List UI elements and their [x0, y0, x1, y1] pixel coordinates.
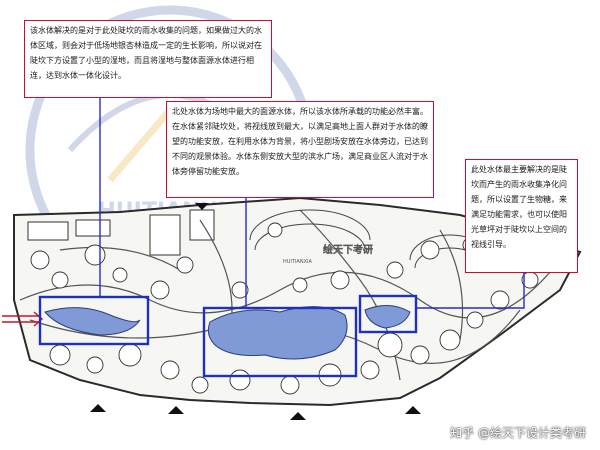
- water-bodies: [44, 305, 411, 360]
- buildings: [27, 209, 215, 256]
- map-watermark: 绘天下考研 HUITIANXIA: [283, 243, 373, 265]
- annotation-note-3: 此处水体最主要解决的是陡坎而产生的雨水收集净化问题，所以设置了生物糖，来满足功能…: [465, 159, 578, 273]
- annotation-note-2: 北处水体为场地中最大的面源水体，所以该水体所承载的功能必然丰富。在水体紧邻陡坎处…: [166, 101, 434, 198]
- east-water: [364, 305, 411, 329]
- highlight-box-main-water: [202, 306, 358, 378]
- credit-watermark: 知乎 @绘天下设计类考研: [450, 426, 586, 440]
- highlight-box-wetland: [38, 295, 150, 346]
- small-wetland: [44, 307, 141, 336]
- entrance-markers: [90, 203, 421, 420]
- entrance-arrows: [2, 311, 44, 327]
- map-stamp-2: HUITIANXIA: [283, 259, 312, 265]
- highlight-boxes: [38, 294, 418, 378]
- annotation-note-1: 该水体解决的是对于此处陡坎的雨水收集的问题，如果做过大的水体区域，则会对于低场地…: [24, 20, 272, 98]
- map-stamp-1: 绘天下考研: [323, 243, 373, 256]
- main-water-body: [207, 306, 348, 360]
- highlight-box-east: [358, 294, 418, 334]
